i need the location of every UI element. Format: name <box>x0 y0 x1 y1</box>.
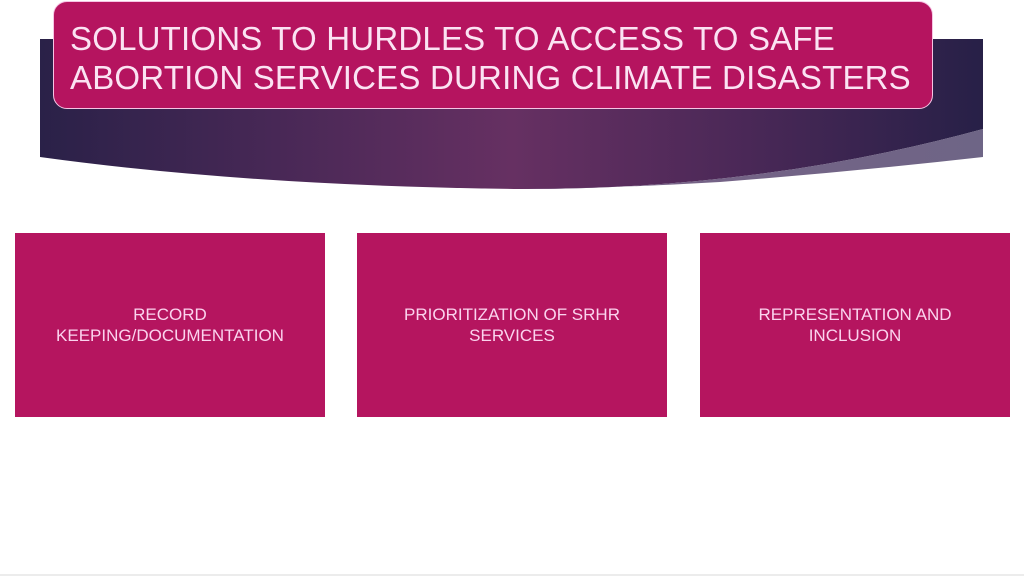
card-label-line-1: REPRESENTATION AND <box>758 305 952 324</box>
card-prioritization-srhr: PRIORITIZATION OF SRHR SERVICES <box>357 233 667 417</box>
card-label: REPRESENTATION AND INCLUSION <box>715 304 995 346</box>
card-label-line-1: PRIORITIZATION OF SRHR <box>404 305 620 324</box>
card-record-keeping: RECORD KEEPING/DOCUMENTATION <box>15 233 325 417</box>
title-box: SOLUTIONS TO HURDLES TO ACCESS TO SAFE A… <box>53 1 933 109</box>
card-label: RECORD KEEPING/DOCUMENTATION <box>30 304 310 346</box>
slide-title-line-2: ABORTION SERVICES DURING CLIMATE DISASTE… <box>70 59 911 96</box>
slide-title-line-1: SOLUTIONS TO HURDLES TO ACCESS TO SAFE <box>70 20 835 57</box>
card-representation-inclusion: REPRESENTATION AND INCLUSION <box>700 233 1010 417</box>
card-label-line-2: INCLUSION <box>808 326 902 345</box>
card-label-line-2: SERVICES <box>469 326 555 345</box>
card-label: PRIORITIZATION OF SRHR SERVICES <box>372 304 652 346</box>
card-label-line-1: RECORD <box>133 305 207 324</box>
slide-bottom-edge <box>0 574 1024 576</box>
card-label-line-2: KEEPING/DOCUMENTATION <box>56 326 284 345</box>
